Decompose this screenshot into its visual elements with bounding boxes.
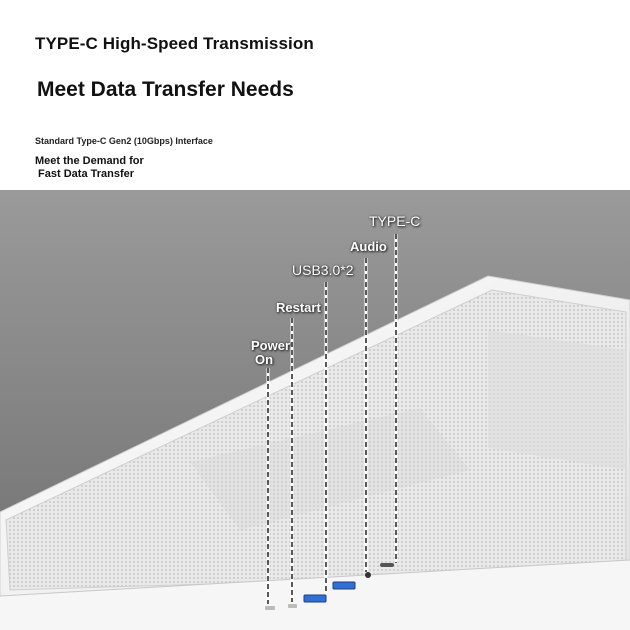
- pc-case-illustration: [0, 190, 630, 630]
- headline: Meet Data Transfer Needs: [37, 78, 294, 101]
- case-edge-line: [0, 559, 630, 597]
- header: TYPE-C High-Speed Transmission Meet Data…: [0, 0, 630, 190]
- restart-button-port: [288, 604, 297, 608]
- restart-label: Restart: [276, 300, 321, 315]
- power-label-line-2: On: [255, 352, 274, 367]
- spec-line: Standard Type-C Gen2 (10Gbps) Interface: [35, 136, 213, 146]
- usb-label: USB3.0*2: [292, 262, 354, 278]
- typec-label: TYPE-C: [369, 213, 421, 229]
- audio-label: Audio: [350, 239, 387, 254]
- power-label-line-1: Power: [251, 338, 291, 353]
- tagline-line-2: Fast Data Transfer: [35, 168, 135, 180]
- audio-jack: [365, 572, 371, 578]
- power-on-label: Power On: [251, 339, 290, 367]
- product-scene: [0, 190, 630, 630]
- power-button-port: [265, 606, 275, 610]
- inner-panel-shape: [488, 330, 626, 470]
- usb-port-1: [303, 594, 327, 603]
- usb-port-2: [332, 581, 356, 590]
- tagline-line-1: Meet the Demand for: [35, 155, 144, 167]
- inner-panel-shape-2: [190, 408, 470, 530]
- typec-port: [380, 563, 394, 567]
- title: TYPE-C High-Speed Transmission: [35, 34, 314, 53]
- tagline: Meet the Demand for Fast Data Transfer: [35, 155, 235, 181]
